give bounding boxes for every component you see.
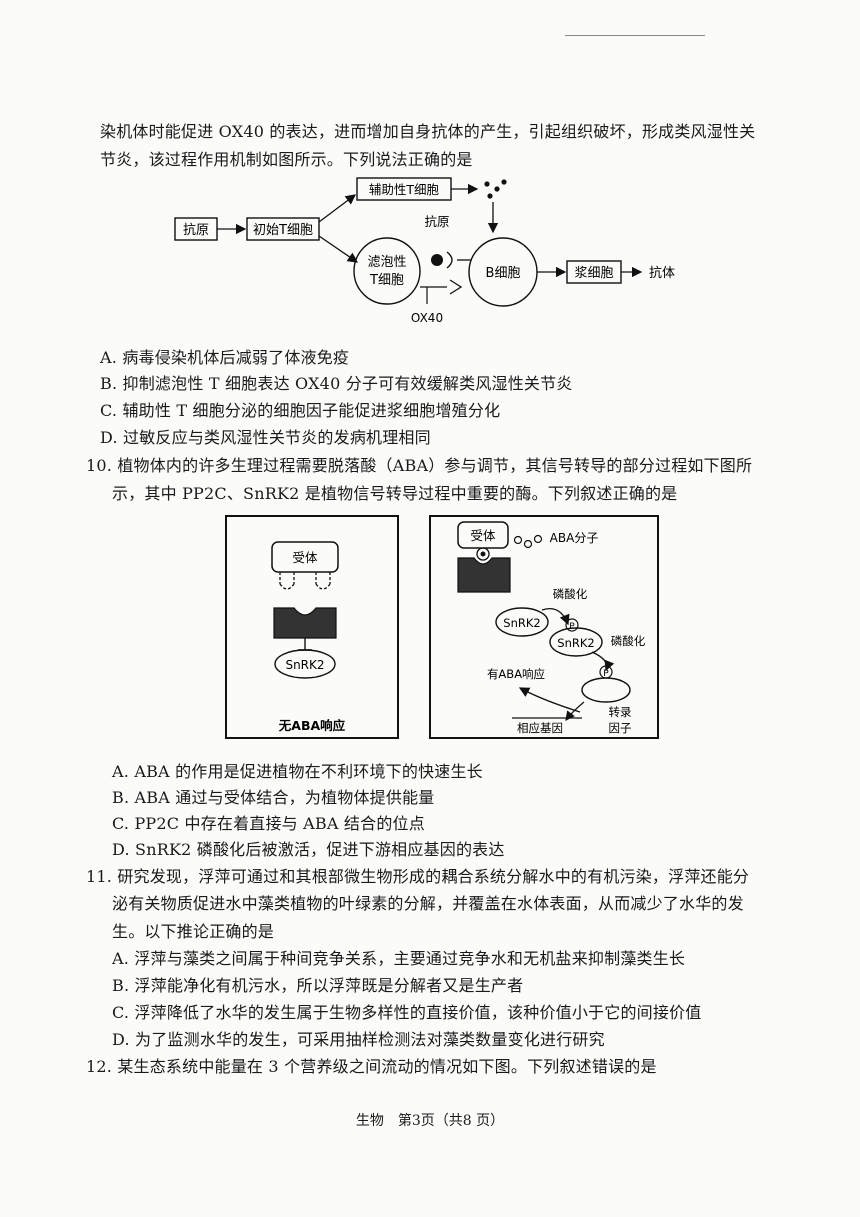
q11-stem-3: 生。以下推论正确的是 — [112, 922, 275, 941]
transcription-factor — [581, 677, 631, 703]
snrk2-active-label: SnRK2 — [557, 636, 594, 650]
q12-stem: 12. 某生态系统中能量在 3 个营养级之间流动的情况如下图。下列叙述错误的是 — [86, 1057, 657, 1076]
phosphorylation-label-2: 磷酸化 — [611, 634, 646, 648]
naive-t-box — [246, 217, 320, 241]
receptor-left — [271, 541, 339, 573]
panel-no-aba — [225, 515, 399, 739]
no-aba-response-label: 无ABA响应 — [278, 718, 346, 733]
arrow — [591, 651, 615, 672]
receptor-left-label: 受体 — [292, 550, 318, 565]
mhc-receptor — [446, 251, 453, 269]
q9-option-d: D. 过敏反应与类风湿性关节炎的发病机理相同 — [100, 428, 431, 447]
q11-option-b: B. 浮萍能净化有机污水，所以浮萍既是分解者又是生产者 — [112, 976, 524, 995]
cytokine-dots — [484, 179, 507, 199]
antibody-label: 抗体 — [649, 266, 675, 281]
q10-option-c: C. PP2C 中存在着直接与 ABA 结合的位点 — [112, 814, 425, 833]
immune-mechanism-diagram: 抗原 初始T细胞 辅助性T细胞 滤泡性 T细胞 抗原 OX40 — [174, 177, 675, 325]
q10-stem-2: 示，其中 PP2C、SnRK2 是植物信号转导过程中重要的酶。下列叙述正确的是 — [112, 484, 678, 503]
q11-stem-2: 泌有关物质促进水中藻类植物的叶绿素的分解，并覆盖在水体表面，从而减少了水华的发 — [112, 894, 744, 913]
arrow — [541, 607, 570, 626]
top-rule — [565, 35, 705, 36]
antigen-particle — [431, 254, 443, 266]
arrow — [318, 235, 359, 263]
q9-option-a: A. 病毒侵染机体后减弱了体液免疫 — [100, 348, 350, 367]
ox40-receptor — [449, 279, 463, 295]
pp2c-right — [457, 557, 511, 593]
q11-stem-1: 11. 研究发现，浮萍可通过和其根部微生物形成的耦合系统分解水中的有机污染，浮萍… — [86, 867, 750, 886]
receptor-left-legs — [279, 572, 331, 584]
antigen-label: 抗原 — [183, 223, 209, 238]
intro-line-2: 节炎，该过程作用机制如图所示。下列说法正确的是 — [100, 150, 473, 169]
phosphorylation-label-1: 磷酸化 — [553, 587, 588, 601]
arrow — [518, 687, 581, 713]
aba-signaling-diagram: 受体 SnRK2 无ABA响应 受体 ABA分子 SnRK2 磷酸化 SnRK2… — [225, 515, 659, 739]
tf-label-1: 转录 — [609, 705, 632, 719]
q10-option-b: B. ABA 通过与受体结合，为植物体提供能量 — [112, 788, 435, 807]
ox40-label: OX40 — [411, 311, 443, 325]
aba-molecule — [523, 539, 533, 549]
intro-line-1: 染机体时能促进 OX40 的表达，进而增加自身抗体的产生，引起组织破坏，形成类风… — [100, 122, 756, 141]
naive-t-label: 初始T细胞 — [253, 223, 313, 238]
q10-option-d: D. SnRK2 磷酸化后被激活，促进下游相应基因的表达 — [112, 840, 505, 859]
snrk2-active — [549, 627, 603, 657]
aba-molecule-label: ABA分子 — [550, 531, 599, 545]
plasma-cell-label: 浆细胞 — [574, 266, 613, 281]
helper-t-label: 辅助性T细胞 — [369, 182, 440, 197]
snrk2-inactive — [495, 607, 549, 637]
q11-option-c: C. 浮萍降低了水华的发生属于生物多样性的直接价值，该种价值小于它的间接价值 — [112, 1003, 702, 1022]
b-cell-label: B细胞 — [486, 266, 521, 281]
snrk2-left — [274, 649, 336, 679]
snrk2-left-label: SnRK2 — [285, 658, 324, 672]
q10-stem-1: 10. 植物体内的许多生理过程需要脱落酸（ABA）参与调节，其信号转导的部分过程… — [86, 456, 753, 475]
has-aba-response-label: 有ABA响应 — [487, 667, 545, 681]
follicular-t-label-2: T细胞 — [369, 273, 404, 288]
page-footer: 生物 第3页（共8 页） — [355, 1113, 505, 1129]
gene-label: 相应基因 — [517, 721, 563, 735]
receptor-right-label: 受体 — [470, 528, 496, 543]
arrow — [318, 194, 357, 223]
phosphate-mark — [565, 618, 579, 632]
q9-option-b: B. 抑制滤泡性 T 细胞表达 OX40 分子可有效缓解类风湿性关节炎 — [100, 374, 573, 393]
aba-molecule — [513, 535, 523, 545]
snrk2-inactive-label: SnRK2 — [503, 616, 540, 630]
bound-aba — [476, 547, 490, 561]
q10-option-a: A. ABA 的作用是促进植物在不利环境下的快速生长 — [112, 762, 483, 781]
q11-option-d: D. 为了监测水华的发生，可采用抽样检测法对藻类数量变化进行研究 — [112, 1030, 605, 1049]
tf-label-2: 因子 — [609, 721, 632, 735]
pp2c-left — [273, 607, 337, 639]
phosphate-mark-label: P — [603, 669, 609, 679]
phosphate-mark-label: P — [569, 622, 575, 632]
q9-option-c: C. 辅助性 T 细胞分泌的细胞因子能促进浆细胞增殖分化 — [100, 401, 501, 420]
follicular-t-label-1: 滤泡性 — [367, 255, 406, 270]
aba-molecule — [533, 534, 543, 544]
follicular-t-cell — [353, 237, 421, 305]
q11-option-a: A. 浮萍与藻类之间属于种间竞争关系，主要通过竞争水和无机盐来抑制藻类生长 — [112, 949, 686, 968]
arrow — [565, 701, 585, 721]
panel-with-aba — [429, 515, 659, 739]
antigen-label-2: 抗原 — [424, 214, 449, 229]
